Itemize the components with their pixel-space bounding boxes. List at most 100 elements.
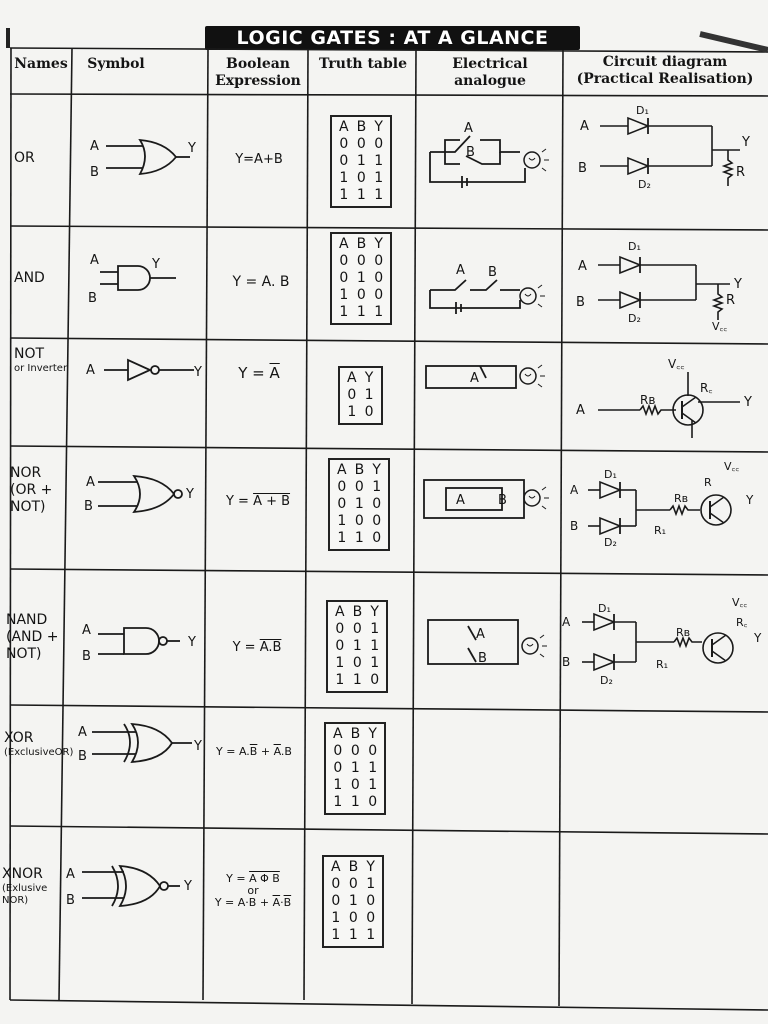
svg-text:V꜀꜀: V꜀꜀: [668, 357, 685, 371]
svg-text:D₁: D₁: [604, 468, 617, 481]
svg-text:Y: Y: [187, 635, 196, 650]
row-name-and: AND: [14, 270, 45, 286]
svg-text:A: A: [456, 493, 465, 508]
svg-text:R: R: [736, 165, 745, 180]
svg-text:A: A: [470, 371, 479, 386]
svg-text:R₁: R₁: [656, 658, 668, 671]
svg-text:A: A: [570, 483, 579, 497]
expr-nor: Y = A + B: [225, 494, 291, 509]
svg-text:B: B: [66, 893, 75, 908]
svg-text:B: B: [78, 749, 87, 764]
row-name-nand: NAND (AND + NOT): [6, 612, 59, 662]
expr-xor: Y = A.B + A.B: [216, 745, 292, 758]
svg-text:A: A: [86, 475, 95, 490]
svg-text:V꜀꜀: V꜀꜀: [712, 320, 727, 333]
svg-text:A: A: [456, 263, 465, 278]
svg-text:R: R: [726, 293, 735, 308]
svg-text:B: B: [576, 295, 585, 310]
header-symbol: Symbol: [87, 56, 145, 72]
svg-text:Rʙ: Rʙ: [640, 393, 655, 407]
svg-text:D₂: D₂: [604, 536, 617, 549]
svg-text:B: B: [570, 519, 578, 533]
svg-text:B: B: [498, 493, 507, 508]
header-electrical: Electrical analogue: [452, 56, 528, 89]
svg-text:Y: Y: [741, 135, 750, 150]
or-output-y-label: Y: [187, 141, 196, 156]
svg-text:A: A: [476, 627, 485, 642]
svg-text:Y: Y: [743, 395, 752, 410]
svg-text:B: B: [478, 651, 487, 666]
expr-or: Y=A+B: [235, 152, 283, 167]
svg-text:Rʙ: Rʙ: [674, 492, 688, 505]
svg-text:A: A: [464, 121, 473, 136]
svg-text:B: B: [578, 161, 587, 176]
svg-text:R₁: R₁: [654, 524, 666, 537]
expr-not: Y = A: [238, 364, 280, 382]
svg-text:Y: Y: [183, 879, 192, 894]
svg-text:Y: Y: [193, 739, 202, 754]
row-name-xnor: XNOR(Exlusive NOR): [2, 866, 48, 906]
svg-text:D₂: D₂: [628, 312, 641, 325]
svg-text:Y: Y: [151, 257, 160, 272]
or-input-b-label: B: [90, 165, 99, 180]
svg-text:R꜀: R꜀: [736, 616, 748, 629]
expr-nand: Y = A.B: [232, 640, 282, 655]
svg-text:D₁: D₁: [628, 240, 641, 253]
svg-text:A: A: [78, 725, 87, 740]
svg-text:Y: Y: [193, 365, 202, 380]
svg-text:Y: Y: [185, 487, 194, 502]
svg-text:R: R: [704, 476, 712, 489]
svg-text:B: B: [88, 291, 97, 306]
svg-text:Rʙ: Rʙ: [676, 626, 690, 639]
svg-text:A: A: [578, 259, 587, 274]
page-title: LOGIC GATES : AT A GLANCE: [236, 27, 549, 49]
svg-text:A: A: [576, 403, 585, 418]
header-circuit: Circuit diagram (Practical Realisation): [576, 54, 754, 87]
svg-text:R꜀: R꜀: [700, 381, 713, 395]
header-boolean: Boolean Expression: [215, 56, 301, 89]
svg-text:B: B: [84, 499, 93, 514]
svg-text:B: B: [466, 145, 475, 160]
svg-text:D₁: D₁: [636, 104, 649, 117]
svg-text:B: B: [488, 265, 497, 280]
svg-text:Y: Y: [753, 631, 762, 645]
header-names: Names: [14, 56, 68, 72]
svg-text:D₂: D₂: [638, 178, 651, 191]
row-name-xor: XOR(ExclusiveOR): [4, 730, 74, 758]
svg-text:A: A: [580, 119, 589, 134]
svg-text:A: A: [66, 867, 75, 882]
header-truth: Truth table: [318, 56, 408, 72]
svg-text:Y: Y: [745, 493, 754, 507]
svg-text:A: A: [562, 615, 571, 629]
svg-text:B: B: [562, 655, 570, 669]
svg-text:A: A: [90, 253, 99, 268]
svg-text:V꜀꜀: V꜀꜀: [724, 460, 739, 473]
title-banner: LOGIC GATES : AT A GLANCE: [205, 26, 580, 50]
svg-text:D₁: D₁: [598, 602, 611, 615]
svg-text:A: A: [86, 363, 95, 378]
row-name-or: OR: [14, 150, 35, 166]
svg-text:Y: Y: [733, 277, 742, 292]
or-input-a-label: A: [90, 139, 99, 154]
expr-and: Y = A. B: [232, 274, 290, 290]
svg-text:A: A: [82, 623, 91, 638]
svg-text:D₂: D₂: [600, 674, 613, 687]
row-name-nor: NOR (OR + NOT): [10, 465, 53, 515]
svg-text:V꜀꜀: V꜀꜀: [732, 596, 747, 609]
